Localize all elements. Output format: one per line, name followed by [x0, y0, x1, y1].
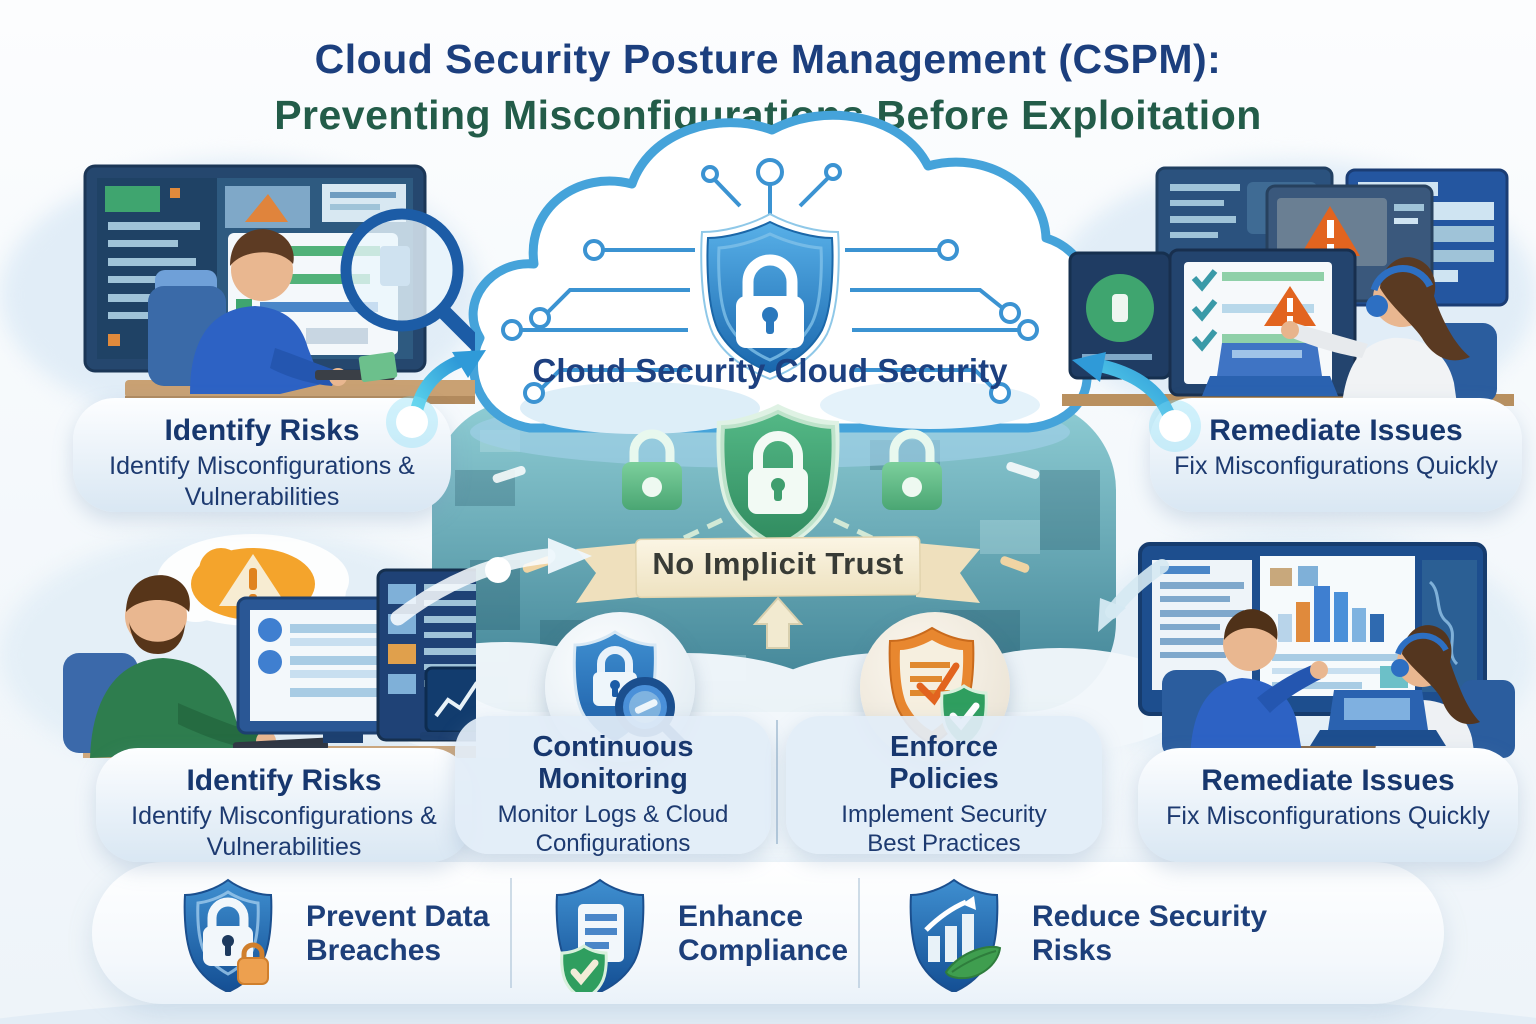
callout-remediate-issues-bottom: Remediate Issues Fix Misconfigurations Q… — [1138, 748, 1518, 862]
orange-shield-checklist-icon — [888, 626, 988, 749]
laptop — [1310, 690, 1446, 746]
callout-body: Fix Misconfigurations Quickly — [1174, 452, 1498, 480]
benefit-reduce-risks: Reduce Security Risks — [898, 876, 1272, 992]
footer-divider — [858, 878, 860, 988]
orange-padlock-icon — [237, 942, 269, 985]
engineer-person — [90, 575, 276, 758]
status-monitor — [1068, 251, 1172, 380]
laptop — [1202, 343, 1338, 396]
headset-icon — [1395, 632, 1449, 656]
callout-body: Implement Security Best Practices — [841, 800, 1047, 858]
blue-shield-lock-icon — [700, 212, 840, 381]
shield-lock-icon — [183, 878, 273, 992]
callout-heading: Remediate Issues — [1209, 414, 1463, 447]
callout-enforce-policies: Enforce Policies Implement Security Best… — [786, 716, 1102, 857]
circuit-traces — [520, 176, 1020, 392]
callout-heading: Identify Risks — [186, 764, 382, 797]
callout-heading: Remediate Issues — [1201, 764, 1455, 797]
cloud-shading — [520, 382, 760, 434]
scene-remediate-team — [1138, 542, 1515, 758]
callout-identify-risks-bottom: Identify Risks Identify Misconfiguration… — [96, 748, 472, 862]
magnifying-glass-icon — [340, 208, 475, 354]
green-padlock-icon — [882, 429, 942, 510]
green-padlock-icon — [622, 429, 682, 510]
headset-icon — [1370, 265, 1434, 292]
page-title-line1: Cloud Security Posture Management (CSPM)… — [314, 36, 1222, 82]
callout-body: Identify Misconfigurations & Vulnerabili… — [131, 802, 437, 861]
callout-remediate-issues-top: Remediate Issues Fix Misconfigurations Q… — [1150, 398, 1522, 512]
cloud-security-label: Cloud Security Cloud Security — [532, 352, 1008, 389]
circuit-nodes — [501, 158, 1039, 404]
callout-heading: Continuous Monitoring — [532, 731, 694, 795]
benefit-label: Enhance Compliance — [678, 900, 849, 967]
cloud-shading — [820, 381, 1040, 429]
callout-body: Identify Misconfigurations & Vulnerabili… — [109, 452, 415, 511]
footer-divider — [510, 878, 512, 988]
sticky-note — [358, 352, 398, 382]
callout-identify-risks-top: Identify Risks Identify Misconfiguration… — [73, 398, 451, 512]
callout-heading: Enforce Policies — [889, 731, 999, 795]
manager-person — [1190, 609, 1328, 758]
benefit-label: Reduce Security Risks — [1032, 900, 1268, 967]
no-implicit-trust-banner: No Implicit Trust — [652, 546, 904, 581]
benefits-band: Prevent Data Breaches Enhance Compliance — [92, 862, 1444, 1004]
mid-callout-divider — [776, 720, 778, 844]
benefit-prevent-breaches: Prevent Data Breaches — [172, 876, 536, 992]
scene-identify-alert — [63, 534, 476, 758]
headset-earcup — [1366, 295, 1388, 317]
ribbon-banner — [576, 535, 980, 603]
callout-continuous-monitoring: Continuous Monitoring Monitor Logs & Clo… — [455, 716, 771, 857]
scene-identify-analyst — [83, 164, 475, 404]
trust-rays — [640, 517, 916, 561]
operator-person — [1281, 257, 1470, 404]
up-arrow-icon — [752, 596, 804, 649]
shield-growth-leaf-icon — [909, 878, 1002, 992]
callout-body: Monitor Logs & Cloud Configurations — [497, 800, 729, 858]
leaf-icon — [944, 945, 1002, 980]
headset-earcup — [1391, 659, 1409, 677]
benefit-label: Prevent Data Breaches — [306, 900, 490, 967]
green-check-badge-icon — [560, 944, 608, 992]
analyst-person — [190, 229, 347, 394]
callout-heading: Identify Risks — [164, 414, 360, 447]
benefit-enhance-compliance: Enhance Compliance — [544, 876, 908, 992]
green-shield-lock-icon — [716, 404, 840, 552]
office-chair — [1460, 680, 1515, 758]
scene-remediate-operator — [1062, 166, 1514, 406]
callout-body: Fix Misconfigurations Quickly — [1166, 802, 1490, 830]
shield-document-check-icon — [555, 878, 645, 992]
